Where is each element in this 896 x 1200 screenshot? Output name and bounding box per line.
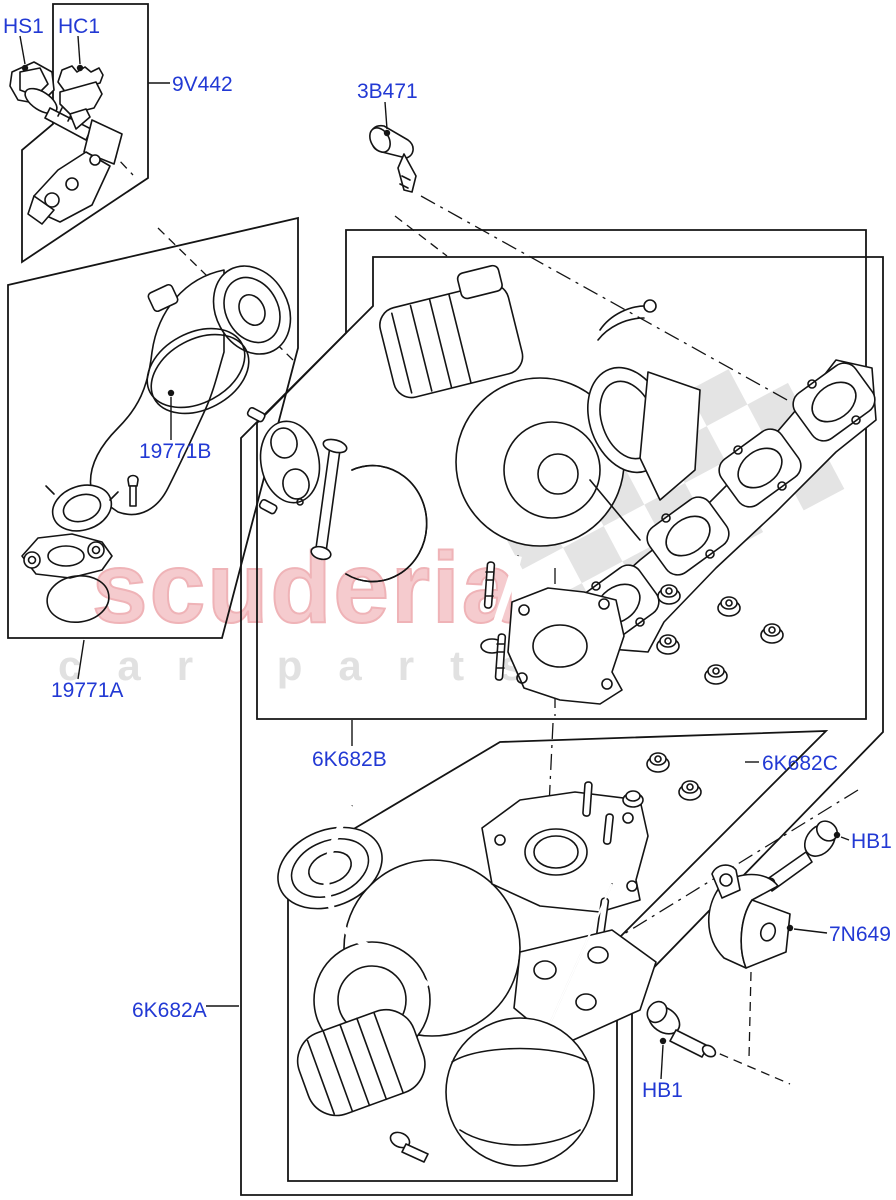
part-label-9v442[interactable]: 9V442 [172,73,233,96]
part-label-19771a[interactable]: 19771A [51,679,123,702]
part-label-hs1[interactable]: HS1 [3,15,44,38]
support-bracket-7n649-drawing [707,864,791,969]
panel-bracket-box [21,3,149,264]
part-label-6k682b[interactable]: 6K682B [312,748,387,771]
turbocharger-lower-drawing [277,781,657,1167]
bracket-9v442-drawing [27,119,123,225]
studs-upper [483,561,507,681]
outlet-pipe-assembly-drawing [21,265,292,623]
part-label-19771b[interactable]: 19771B [139,440,211,463]
part-label-7n649[interactable]: 7N649 [829,923,891,946]
axis-sensor-to-manifold [420,195,790,402]
part-label-hb1-upper[interactable]: HB1 [851,830,892,853]
watermark-brand: scuderia [92,532,519,644]
part-label-3b471[interactable]: 3B471 [357,80,418,103]
panel-outlet-pipe-box [7,216,299,639]
axis-kit-diagonal [623,789,859,935]
bolt-hb1-lower-drawing [646,1000,717,1058]
axis-pipe-to-turbo [394,215,448,257]
part-label-6k682c[interactable]: 6K682C [762,752,838,775]
nuts-kit [646,752,702,801]
part-label-hb1-lower[interactable]: HB1 [642,1079,683,1102]
part-label-hc1[interactable]: HC1 [58,15,100,38]
nuts-upper [656,584,784,685]
axis-bracket-7n649 [748,971,752,1059]
bolt-hb1-upper-drawing [760,820,839,892]
part-label-6k682a[interactable]: 6K682A [132,999,207,1022]
turbo-manifold-assembly-drawing [246,264,877,705]
sensor-3b471-drawing [369,124,417,193]
axis-bolt-lower [705,1047,791,1085]
watermark-tagline: car parts [58,642,559,689]
clip-hc1-drawing [57,65,104,130]
leader-lines [19,35,850,1080]
bolt-hs1-drawing [9,61,92,141]
